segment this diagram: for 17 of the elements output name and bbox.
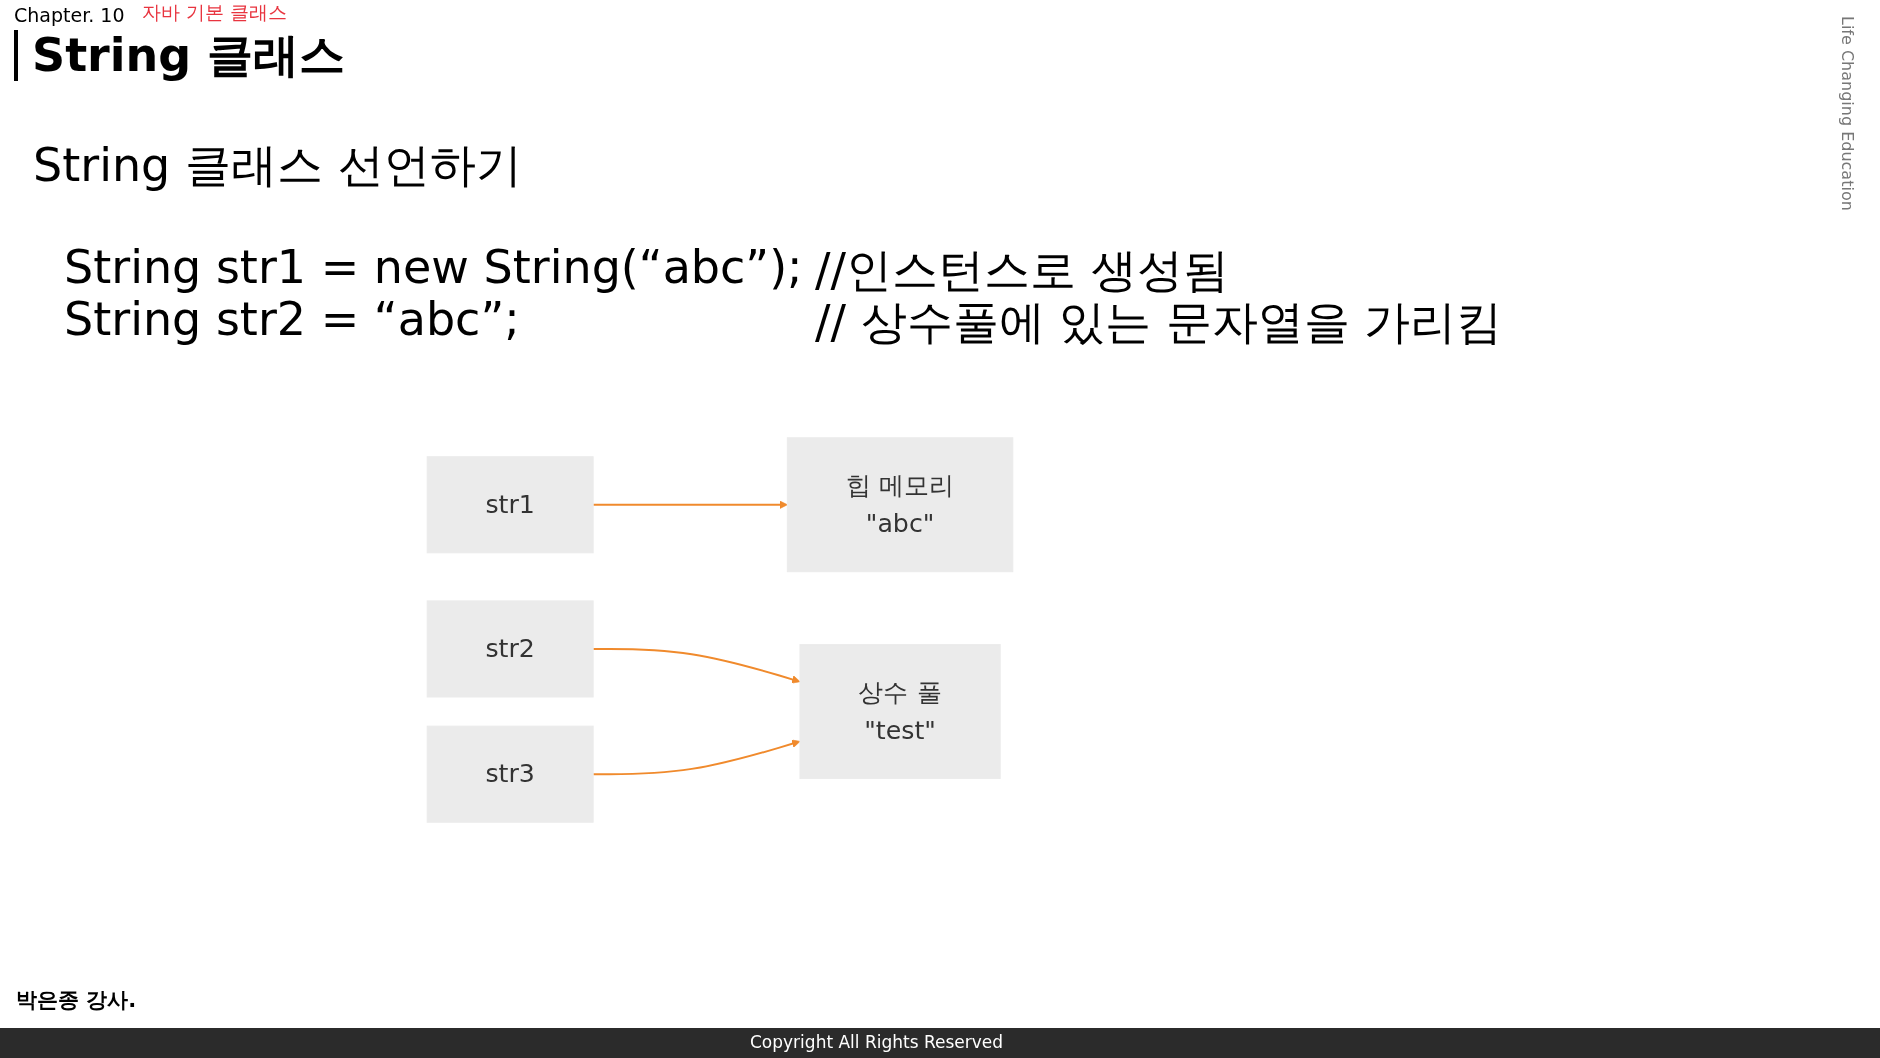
slide-title: String 클래스 — [14, 30, 346, 81]
node-box: str2 — [426, 600, 594, 698]
section-heading: String 클래스 선언하기 — [33, 137, 522, 194]
arrow — [592, 739, 801, 776]
node-box: str1 — [426, 456, 594, 554]
copyright-text: Copyright All Rights Reserved — [750, 1032, 1004, 1052]
arrow — [592, 647, 801, 684]
chapter-title: 자바 기본 클래스 — [142, 0, 288, 25]
code-line: String str2 = “abc”; — [64, 292, 520, 346]
code-line: String str1 = new String(“abc”); — [64, 240, 803, 294]
chapter-label: Chapter. 10 — [14, 4, 125, 26]
node-box: 힙 메모리 "abc" — [786, 437, 1014, 573]
node-box: str3 — [426, 725, 594, 823]
arrow — [592, 500, 788, 510]
side-tagline: Life Changing Education — [1838, 16, 1857, 211]
node-box: 상수 풀 "test" — [799, 644, 1001, 780]
instructor-name: 박은종 강사. — [16, 987, 137, 1014]
